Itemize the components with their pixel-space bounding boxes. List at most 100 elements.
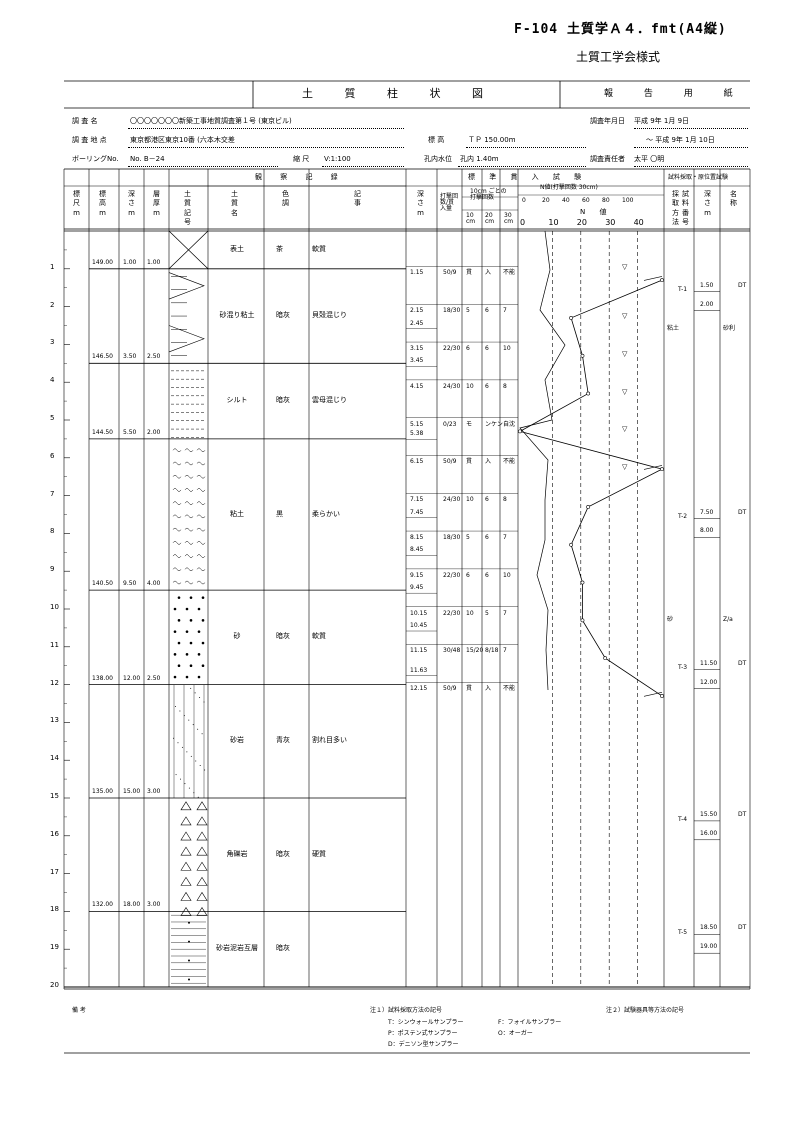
inner-water-value: 孔内 1.40m <box>460 155 499 163</box>
column-header: 採 取 方 法 <box>672 190 679 227</box>
n-axis-top-label: 40 <box>562 197 570 204</box>
spt-count-3: 7 <box>503 609 507 617</box>
elevation-label: 標 高 <box>428 136 445 144</box>
spt-count-2: 入 <box>485 458 492 466</box>
spt-depth-bottom: 2.45 <box>410 319 424 327</box>
spt-count-1: 貫 <box>466 685 473 693</box>
survey-date-label: 調査年月日 <box>590 117 625 125</box>
spt-blows: 50/9 <box>443 458 457 466</box>
column-header: 標 高 m <box>99 190 106 217</box>
soil-color: 黒 <box>276 509 283 518</box>
depth-scale-tick: 18 <box>50 905 59 914</box>
soil-name: シルト <box>226 396 248 405</box>
spt-blows: 18/30 <box>443 307 461 315</box>
spt-subcol-header: 20 cm <box>485 212 495 225</box>
boring-label: ボーリングNo. <box>72 155 119 163</box>
manager-value: 太平 〇明 <box>634 155 665 163</box>
depth-scale-tick: 20 <box>50 981 59 989</box>
spt-blows: 50/9 <box>443 685 457 693</box>
page-title: 土 質 柱 状 図 <box>302 87 497 100</box>
spt-count-2: 5 <box>485 609 489 617</box>
spt-blows: 22/30 <box>443 571 461 579</box>
n-axis-bottom-label: 30 <box>605 218 616 227</box>
depth-scale-tick: 15 <box>50 792 59 800</box>
spt-blows: 24/30 <box>443 496 461 504</box>
spt-count-3: 8 <box>503 496 507 504</box>
sample-other: DT <box>738 810 747 818</box>
depth-scale-tick: 13 <box>50 716 59 725</box>
layer-depth: 18.00 <box>123 901 141 909</box>
spt-count-2: 6 <box>485 534 489 542</box>
soil-color: 茶 <box>276 244 283 253</box>
sample-other: DT <box>738 659 747 667</box>
n-value-title: N値(打撃回数 30cm) <box>540 184 598 191</box>
spt-depth: 8.15 <box>410 534 424 542</box>
sample-other: DT <box>738 281 747 289</box>
remarks-label: 備 考 <box>72 1007 86 1014</box>
spt-blows: 30/48 <box>443 647 461 655</box>
column-header: 試 料 番 号 <box>682 190 689 227</box>
n-value-point <box>580 580 585 585</box>
spt-blows: 50/9 <box>443 269 457 277</box>
sample-top-depth: 18.50 <box>700 924 718 932</box>
layer-depth: 1.00 <box>123 258 137 266</box>
elevation-value: ＴＰ 150.00m <box>468 136 516 144</box>
sample-other: DT <box>738 924 747 932</box>
n-value-point <box>580 618 585 623</box>
depth-scale-tick: 16 <box>50 829 59 838</box>
scale-label: 縮 尺 <box>293 155 310 163</box>
soil-name: 砂混り粘土 <box>219 311 255 320</box>
spt-count-1: 5 <box>466 534 470 542</box>
soil-name: 砂岩 <box>230 736 244 745</box>
n-value-point <box>660 694 664 698</box>
layer-depth: 15.00 <box>123 788 141 795</box>
sample-method: T-4 <box>678 815 688 823</box>
n-axis-bottom-label: 40 <box>633 218 644 227</box>
layer-note: 軟質 <box>312 632 326 641</box>
spt-count-1: 貫 <box>466 269 473 277</box>
spt-depth: 6.15 <box>410 458 424 466</box>
soil-name: 表土 <box>230 244 244 253</box>
layer-depth: 3.50 <box>123 353 137 361</box>
n-axis-top-label: 20 <box>542 197 550 204</box>
sample-side-mark: 砂 <box>667 615 674 623</box>
column-header: 土 質 記 号 <box>184 190 191 227</box>
n-axis-bottom-label: 20 <box>576 218 587 227</box>
sample-method: T-1 <box>678 286 688 294</box>
spt-count-2: 6 <box>485 382 489 390</box>
spt-count-1: 10 <box>466 382 474 390</box>
scale-value: V:1:100 <box>324 155 351 163</box>
n-value-point <box>569 542 574 547</box>
survey-date-end: ～ 平成 9年 1月 10日 <box>646 136 715 144</box>
depth-scale-tick: 5 <box>50 414 55 422</box>
spt-depth-bottom: 5.38 <box>410 430 424 438</box>
soil-color: 暗灰 <box>276 944 290 953</box>
depth-scale-tick: 12 <box>50 678 59 687</box>
sample-other: DT <box>738 508 747 516</box>
spt-blows: 24/30 <box>443 382 461 390</box>
spt-count-3: 10 <box>503 345 511 353</box>
sample-side-mark: Z/a <box>723 615 733 623</box>
n-axis-bottom-label: 10 <box>548 218 559 227</box>
spt-per10-header: 10cm ごとの 打撃回数 <box>470 188 507 201</box>
depth-scale-tick: 2 <box>50 300 55 309</box>
water-level-icon: ▽ <box>622 262 628 271</box>
spt-count-2: 6 <box>485 307 489 315</box>
layer-depth: 12.00 <box>123 674 141 682</box>
spt-count-1: 5 <box>466 307 470 315</box>
spt-blows-header: 打撃回数/貫入量 <box>440 193 459 212</box>
form-id: F-104 土質学Ａ４．fmt(A4縦) <box>514 22 727 37</box>
depth-scale-tick: 19 <box>50 943 59 952</box>
column-header: 深 さ m <box>417 190 424 217</box>
column-header: 層 厚 m <box>153 190 160 217</box>
note-item: P：ポステン式サンプラー <box>388 1030 458 1037</box>
n-value-point <box>660 278 664 283</box>
n-axis-top-label: 0 <box>522 197 526 204</box>
style-name: 土質工学会様式 <box>576 50 661 64</box>
sample-bottom-depth: 12.00 <box>700 678 718 686</box>
water-level-icon: ▽ <box>622 425 628 434</box>
n-axis-top-label: 60 <box>582 197 590 204</box>
layer-elevation: 135.00 <box>92 788 113 795</box>
n-axis-bottom-label: 0 <box>520 218 526 227</box>
depth-scale-tick: 11 <box>50 640 59 649</box>
